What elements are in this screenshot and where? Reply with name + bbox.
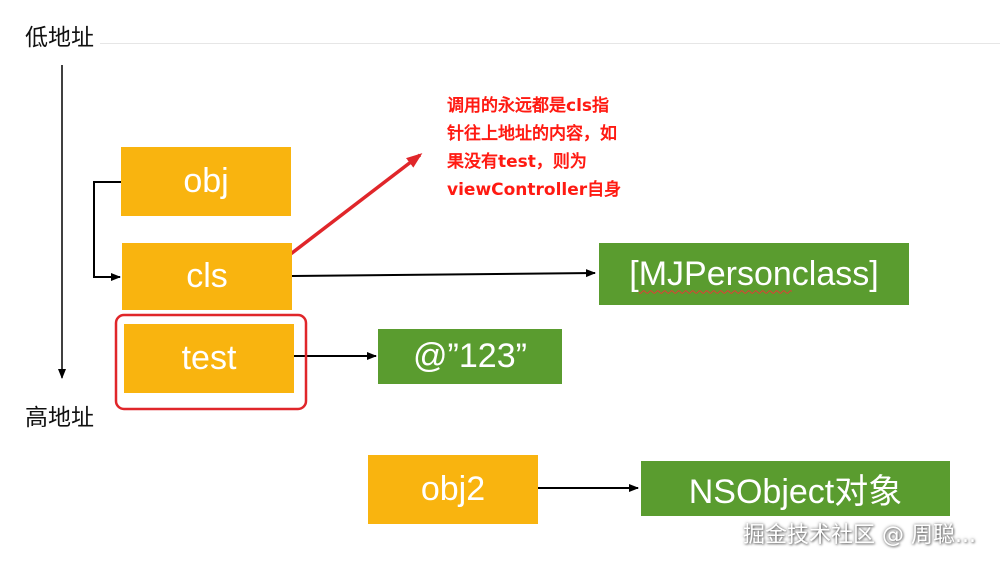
cls-to-class-arrow	[291, 269, 596, 278]
cls-box: cls	[122, 243, 292, 310]
class-name: MJPerson	[638, 254, 792, 293]
annotation-line-1: 调用的永远都是cls指	[447, 96, 610, 116]
high-address-label: 高地址	[25, 405, 94, 431]
obj2-box: obj2	[368, 455, 538, 524]
class-prefix: [	[629, 254, 639, 293]
annotation-line-4: viewController自身	[447, 180, 622, 200]
watermark: 掘金技术社区 @ 周聪...	[743, 523, 976, 548]
mjperson-class-box: [MJPerson class]	[599, 243, 909, 305]
test-highlight-frame	[114, 313, 308, 411]
top-divider	[100, 43, 1000, 44]
obj-to-cls-connector	[93, 181, 122, 281]
obj-box: obj	[121, 147, 291, 216]
string-literal-box: @”123”	[378, 329, 562, 384]
test-box: test	[124, 324, 294, 393]
annotation-line-2: 针往上地址的内容，如	[447, 124, 617, 144]
nsobject-box: NSObject对象	[641, 461, 950, 516]
annotation-text: 调用的永远都是cls指 针往上地址的内容，如 果没有test，则为 viewCo…	[447, 92, 657, 204]
class-suffix: class]	[791, 254, 879, 293]
low-address-label: 低地址	[25, 25, 94, 51]
annotation-line-3: 果没有test，则为	[447, 152, 587, 172]
